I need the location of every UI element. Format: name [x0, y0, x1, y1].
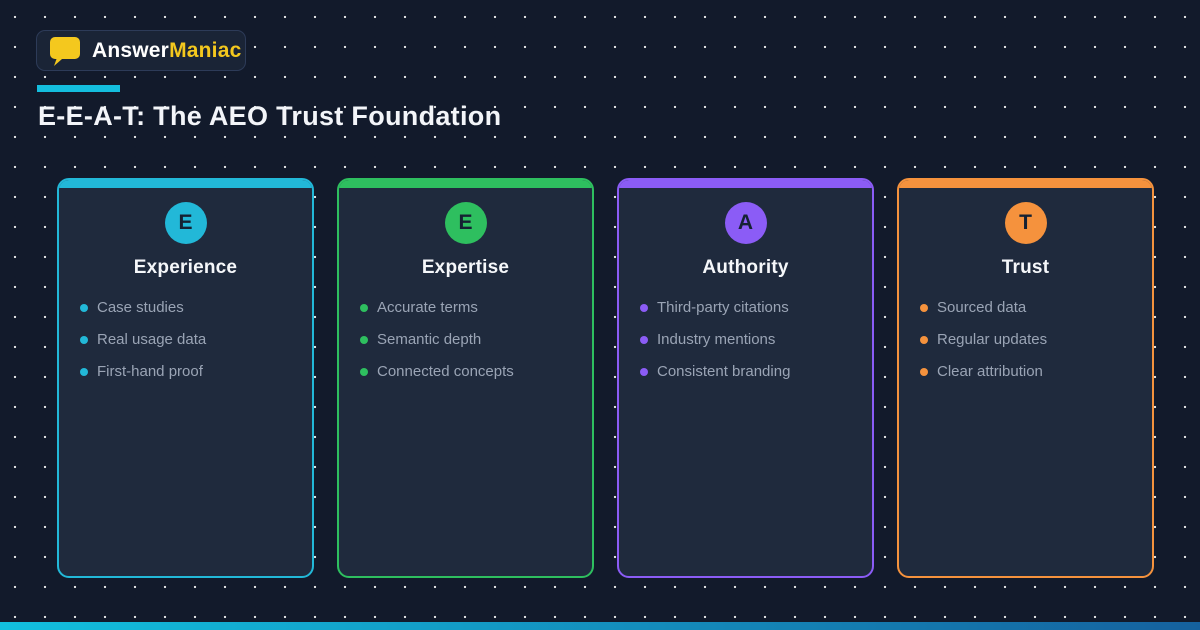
list-item: Regular updates: [920, 332, 1142, 347]
list-item: Real usage data: [80, 332, 302, 347]
card-authority: A Authority Third-party citations Indust…: [617, 178, 874, 578]
brand-name-secondary: Maniac: [169, 38, 242, 62]
card-expertise: E Expertise Accurate terms Semantic dept…: [337, 178, 594, 578]
card-bullet-list: Accurate terms Semantic depth Connected …: [339, 300, 592, 379]
brand-logo: AnswerManiac: [36, 30, 246, 71]
bullet-dot-icon: [640, 303, 648, 312]
list-item: Consistent branding: [640, 364, 862, 379]
bullet-dot-icon: [920, 335, 928, 344]
title-underline: [37, 85, 120, 92]
card-badge: A: [724, 202, 767, 244]
card-title: Experience: [133, 257, 238, 278]
bullet-label: Connected concepts: [377, 363, 514, 380]
bullet-label: Consistent branding: [657, 363, 791, 380]
card-title: Expertise: [421, 257, 510, 278]
card-trust: T Trust Sourced data Regular updates Cle…: [897, 178, 1154, 578]
bullet-dot-icon: [80, 335, 88, 344]
bullet-label: Clear attribution: [937, 363, 1043, 380]
card-bullet-list: Sourced data Regular updates Clear attri…: [899, 300, 1152, 379]
bullet-dot-icon: [640, 335, 648, 344]
footer-accent-bar: [0, 622, 1200, 630]
bullet-label: Accurate terms: [377, 299, 478, 316]
list-item: Sourced data: [920, 300, 1142, 315]
card-bullet-list: Third-party citations Industry mentions …: [619, 300, 872, 379]
bullet-dot-icon: [360, 335, 368, 344]
page-title: E-E-A-T: The AEO Trust Foundation: [38, 101, 502, 131]
brand-name: AnswerManiac: [92, 39, 241, 63]
bullet-label: Case studies: [97, 299, 184, 316]
bullet-dot-icon: [360, 303, 368, 312]
list-item: Semantic depth: [360, 332, 582, 347]
list-item: Third-party citations: [640, 300, 862, 315]
card-accent-bar: [619, 180, 872, 188]
bullet-dot-icon: [920, 367, 928, 376]
card-accent-bar: [339, 180, 592, 188]
list-item: Accurate terms: [360, 300, 582, 315]
bullet-dot-icon: [920, 303, 928, 312]
brand-name-primary: Answer: [92, 38, 170, 62]
card-title: Trust: [1001, 257, 1050, 278]
list-item: Connected concepts: [360, 364, 582, 379]
cards-row: E Experience Case studies Real usage dat…: [57, 178, 1154, 578]
speech-bubble-icon: [49, 36, 81, 66]
bullet-dot-icon: [80, 367, 88, 376]
bullet-label: Real usage data: [97, 331, 207, 348]
bullet-label: Regular updates: [937, 331, 1048, 348]
list-item: First-hand proof: [80, 364, 302, 379]
bullet-label: Third-party citations: [657, 299, 789, 316]
bullet-label: Industry mentions: [657, 331, 776, 348]
card-accent-bar: [899, 180, 1152, 188]
bullet-dot-icon: [80, 303, 88, 312]
card-title: Authority: [702, 257, 789, 278]
card-badge: E: [444, 202, 487, 244]
card-badge: E: [164, 202, 207, 244]
card-badge: T: [1004, 202, 1047, 244]
bullet-dot-icon: [640, 367, 648, 376]
bullet-label: First-hand proof: [97, 363, 203, 380]
bullet-label: Semantic depth: [377, 331, 482, 348]
list-item: Clear attribution: [920, 364, 1142, 379]
bullet-dot-icon: [360, 367, 368, 376]
card-accent-bar: [59, 180, 312, 188]
bullet-label: Sourced data: [937, 299, 1027, 316]
list-item: Industry mentions: [640, 332, 862, 347]
card-experience: E Experience Case studies Real usage dat…: [57, 178, 314, 578]
list-item: Case studies: [80, 300, 302, 315]
card-bullet-list: Case studies Real usage data First-hand …: [59, 300, 312, 379]
